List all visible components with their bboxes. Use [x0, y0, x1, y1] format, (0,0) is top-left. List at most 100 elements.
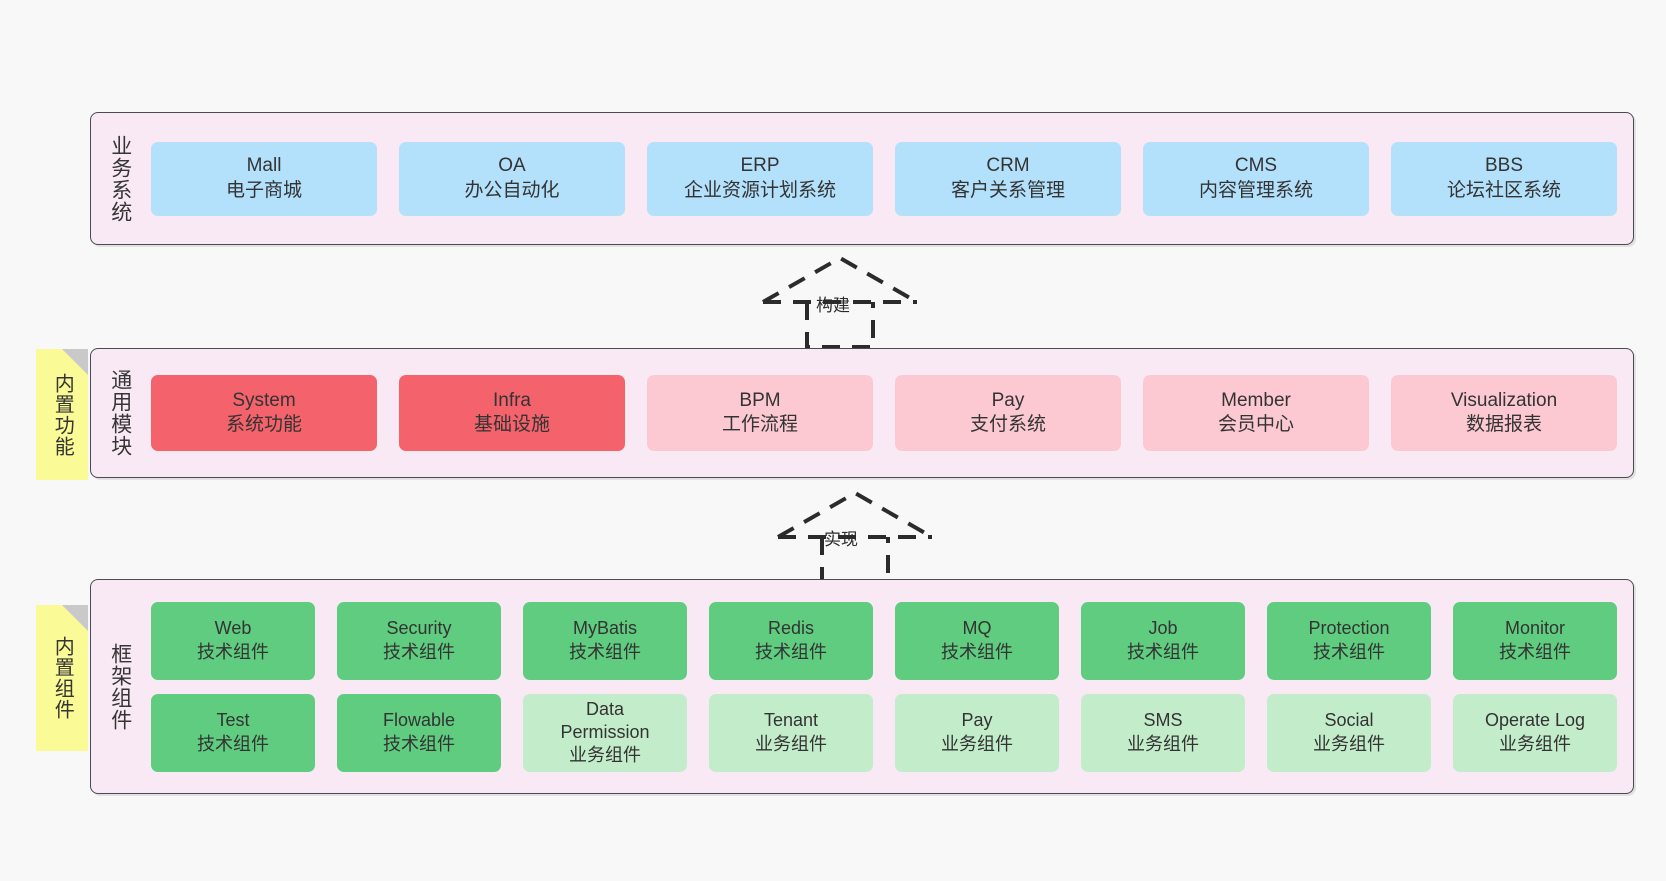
box-redis-en: Redis: [767, 618, 815, 639]
box-operate-log-cn: 业务组件: [1499, 733, 1571, 754]
box-protection-en: Protection: [1308, 618, 1390, 639]
box-cms[interactable]: CMS 内容管理系统: [1143, 141, 1369, 216]
box-crm[interactable]: CRM 客户关系管理: [895, 141, 1121, 216]
box-web[interactable]: Web 技术组件: [151, 601, 315, 680]
box-cms-en: CMS: [1234, 155, 1278, 177]
box-web-en: Web: [214, 618, 252, 639]
box-job[interactable]: Job 技术组件: [1081, 601, 1245, 680]
box-erp[interactable]: ERP 企业资源计划系统: [647, 141, 873, 216]
box-security-en: Security: [386, 618, 452, 639]
box-security[interactable]: Security 技术组件: [337, 601, 501, 680]
box-pay-module-cn: 支付系统: [969, 414, 1046, 435]
box-mybatis-cn: 技术组件: [569, 641, 641, 662]
layer-title-framework: 框架组件: [108, 642, 132, 731]
box-crm-cn: 客户关系管理: [950, 179, 1065, 201]
box-bbs-cn: 论坛社区系统: [1446, 179, 1561, 201]
box-social-cn: 业务组件: [1313, 733, 1385, 754]
box-mall-en: Mall: [246, 155, 282, 177]
box-infra[interactable]: Infra 基础设施: [399, 375, 625, 451]
box-flowable-en: Flowable: [382, 710, 456, 731]
box-visualization[interactable]: Visualization 数据报表: [1391, 375, 1617, 451]
box-security-cn: 技术组件: [383, 641, 455, 662]
connector-build-arrow: [755, 252, 925, 349]
box-test-en: Test: [216, 710, 250, 731]
layer-body-business: Mall 电子商城 OA 办公自动化 ERP 企业资源计划系统 CRM 客户关系…: [139, 113, 1633, 244]
box-bpm[interactable]: BPM 工作流程: [647, 375, 873, 451]
box-social[interactable]: Social 业务组件: [1267, 693, 1431, 772]
box-mybatis[interactable]: MyBatis 技术组件: [523, 601, 687, 680]
box-monitor[interactable]: Monitor 技术组件: [1453, 601, 1617, 680]
box-mall-cn: 电子商城: [225, 179, 302, 201]
box-tenant[interactable]: Tenant 业务组件: [709, 693, 873, 772]
box-pay-module-en: Pay: [991, 389, 1025, 411]
box-pay-module[interactable]: Pay 支付系统: [895, 375, 1121, 451]
box-member-cn: 会员中心: [1217, 414, 1294, 435]
cell-row-framework-tech: Web 技术组件 Security 技术组件 MyBatis 技术组件 Redi…: [151, 601, 1617, 680]
box-mq[interactable]: MQ 技术组件: [895, 601, 1059, 680]
box-data-permission-cn: 业务组件: [569, 745, 641, 766]
box-oa-en: OA: [498, 155, 526, 177]
box-pay-component[interactable]: Pay 业务组件: [895, 693, 1059, 772]
box-sms-en: SMS: [1143, 710, 1183, 731]
box-mybatis-en: MyBatis: [572, 618, 637, 639]
box-member[interactable]: Member 会员中心: [1143, 375, 1369, 451]
layer-title-modules: 通用模块: [108, 369, 132, 457]
box-protection[interactable]: Protection 技术组件: [1267, 601, 1431, 680]
box-crm-en: CRM: [986, 155, 1030, 177]
box-monitor-en: Monitor: [1504, 618, 1566, 639]
box-oa[interactable]: OA 办公自动化: [399, 141, 625, 216]
layer-framework-components: 框架组件 Web 技术组件 Security 技术组件 MyBatis 技术组件…: [90, 579, 1634, 794]
box-mq-en: MQ: [962, 618, 992, 639]
box-erp-en: ERP: [740, 155, 780, 177]
box-system-cn: 系统功能: [225, 414, 302, 435]
box-test[interactable]: Test 技术组件: [151, 693, 315, 772]
box-redis-cn: 技术组件: [755, 641, 827, 662]
layer-business-systems: 业务系统 Mall 电子商城 OA 办公自动化 ERP 企业资源计划系统 CRM…: [90, 112, 1634, 245]
box-monitor-cn: 技术组件: [1499, 641, 1571, 662]
box-infra-en: Infra: [492, 389, 532, 411]
box-tenant-cn: 业务组件: [755, 733, 827, 754]
layer-title-business: 业务系统: [108, 134, 132, 223]
box-flowable[interactable]: Flowable 技术组件: [337, 693, 501, 772]
box-sms[interactable]: SMS 业务组件: [1081, 693, 1245, 772]
box-operate-log[interactable]: Operate Log 业务组件: [1453, 693, 1617, 772]
box-tenant-en: Tenant: [763, 710, 819, 731]
box-protection-cn: 技术组件: [1313, 641, 1385, 662]
cell-row-business: Mall 电子商城 OA 办公自动化 ERP 企业资源计划系统 CRM 客户关系…: [151, 141, 1617, 216]
box-mall[interactable]: Mall 电子商城: [151, 141, 377, 216]
box-social-en: Social: [1324, 710, 1374, 731]
box-pay-component-en: Pay: [961, 710, 993, 731]
box-bbs[interactable]: BBS 论坛社区系统: [1391, 141, 1617, 216]
box-job-en: Job: [1148, 618, 1178, 639]
box-job-cn: 技术组件: [1127, 641, 1199, 662]
box-system-en: System: [232, 389, 296, 411]
box-test-cn: 技术组件: [197, 733, 269, 754]
box-flowable-cn: 技术组件: [383, 733, 455, 754]
layer-common-modules: 通用模块 System 系统功能 Infra 基础设施 BPM 工作流程 Pay…: [90, 348, 1634, 478]
box-pay-component-cn: 业务组件: [941, 733, 1013, 754]
box-bpm-en: BPM: [739, 389, 781, 411]
layer-body-modules: System 系统功能 Infra 基础设施 BPM 工作流程 Pay 支付系统…: [139, 349, 1633, 477]
box-cms-cn: 内容管理系统: [1198, 179, 1313, 201]
box-data-permission-en: Data Permission: [560, 698, 650, 742]
connector-implement-label: 实现: [824, 530, 858, 549]
box-data-permission[interactable]: Data Permission 业务组件: [523, 693, 687, 772]
sticky-note-builtin-components: 内置组件: [36, 605, 88, 751]
box-infra-cn: 基础设施: [473, 414, 550, 435]
box-web-cn: 技术组件: [197, 641, 269, 662]
box-system[interactable]: System 系统功能: [151, 375, 377, 451]
sticky-note-builtin-features: 内置功能: [36, 349, 88, 480]
box-erp-cn: 企业资源计划系统: [683, 179, 836, 201]
box-operate-log-en: Operate Log: [1484, 710, 1586, 731]
box-visualization-cn: 数据报表: [1465, 414, 1542, 435]
cell-row-framework-biz: Test 技术组件 Flowable 技术组件 Data Permission …: [151, 693, 1617, 772]
connector-build-label: 构建: [816, 296, 850, 315]
box-bpm-cn: 工作流程: [721, 414, 798, 435]
box-redis[interactable]: Redis 技术组件: [709, 601, 873, 680]
cell-row-modules: System 系统功能 Infra 基础设施 BPM 工作流程 Pay 支付系统…: [151, 375, 1617, 451]
box-bbs-en: BBS: [1484, 155, 1524, 177]
box-sms-cn: 业务组件: [1127, 733, 1199, 754]
layer-body-framework: Web 技术组件 Security 技术组件 MyBatis 技术组件 Redi…: [139, 580, 1633, 793]
box-member-en: Member: [1221, 389, 1291, 411]
